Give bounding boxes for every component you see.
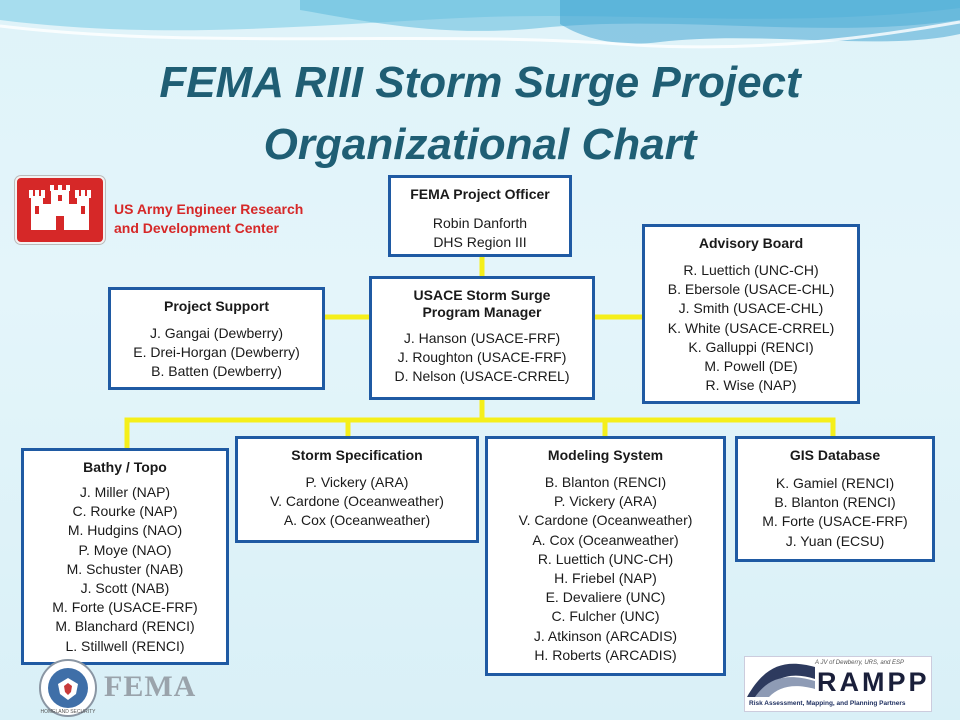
title-line-1: FEMA RIII Storm Surge Project xyxy=(159,58,801,107)
member: DHS Region III xyxy=(433,234,527,251)
member: K. Gamiel (RENCI) xyxy=(775,475,895,491)
member: H. Friebel (NAP) xyxy=(554,570,657,587)
member-list: J. Hanson (USACE-FRF) J. Roughton (USACE… xyxy=(372,329,592,387)
box-head: GIS Database xyxy=(789,447,881,463)
member: E. Drei-Horgan (Dewberry) xyxy=(133,344,300,361)
member: B. Blanton (RENCI) xyxy=(774,494,896,511)
box-head: Advisory Board xyxy=(698,235,804,251)
member: M. Powell (DE) xyxy=(704,358,798,375)
member: V. Cardone (Oceanweather) xyxy=(518,512,693,529)
rampp-wordmark: RAMPP xyxy=(817,667,930,697)
dhs-seal-text: HOMELAND SECURITY xyxy=(40,709,96,715)
castle-icon xyxy=(29,185,91,230)
rampp-subtitle: Risk Assessment, Mapping, and Planning P… xyxy=(749,700,906,707)
box-program-manager: USACE Storm Surge Program Manager J. Han… xyxy=(369,276,595,400)
fema-logo-text: FEMA xyxy=(104,670,197,703)
member: B. Ebersole (USACE-CHL) xyxy=(667,281,835,298)
rampp-tagline: A JV of Dewberry, URS, and ESP xyxy=(815,660,905,666)
member: P. Vickery (ARA) xyxy=(305,474,409,490)
member: M. Blanchard (RENCI) xyxy=(55,618,195,635)
wave-banner xyxy=(0,0,960,49)
member: J. Smith (USACE-CHL) xyxy=(678,300,824,317)
box-head-line-2: Program Manager xyxy=(422,304,542,320)
box-head: Storm Specification xyxy=(291,447,423,463)
member: R. Luettich (UNC-CH) xyxy=(683,262,819,278)
member-list: J. Miller (NAP) C. Rourke (NAP) M. Hudgi… xyxy=(24,483,226,656)
usace-label-line-2: and Development Center xyxy=(114,220,279,236)
member-list: K. Gamiel (RENCI) B. Blanton (RENCI) M. … xyxy=(738,474,932,551)
member-list: Robin Danforth DHS Region III xyxy=(391,214,569,252)
usace-org-label: US Army Engineer Research and Developmen… xyxy=(114,200,303,238)
box-gis-database: GIS Database K. Gamiel (RENCI) B. Blanto… xyxy=(735,436,935,562)
member: P. Vickery (ARA) xyxy=(554,493,657,510)
member: D. Nelson (USACE-CRREL) xyxy=(394,368,570,385)
member: V. Cardone (Oceanweather) xyxy=(270,493,444,510)
member-list: B. Blanton (RENCI) P. Vickery (ARA) V. C… xyxy=(488,473,723,665)
box-modeling-system: Modeling System B. Blanton (RENCI) P. Vi… xyxy=(485,436,726,676)
box-head: FEMA Project Officer xyxy=(410,186,550,202)
box-head: Bathy / Topo xyxy=(83,459,167,475)
member: A. Cox (Oceanweather) xyxy=(283,512,431,529)
member: K. White (USACE-CRREL) xyxy=(667,319,835,336)
rampp-logo: A JV of Dewberry, URS, and ESP RAMPP Ris… xyxy=(744,656,932,712)
member: J. Hanson (USACE-FRF) xyxy=(403,330,561,346)
usace-castle-logo xyxy=(15,176,105,244)
member: J. Miller (NAP) xyxy=(79,484,171,500)
member: J. Gangai (Dewberry) xyxy=(149,325,284,341)
box-fema-project-officer: FEMA Project Officer Robin Danforth DHS … xyxy=(388,175,572,257)
member: J. Roughton (USACE-FRF) xyxy=(397,349,567,366)
member: H. Roberts (ARCADIS) xyxy=(534,646,677,663)
member: Robin Danforth xyxy=(432,215,528,231)
box-head: Project Support xyxy=(163,298,269,314)
member: M. Hudgins (NAO) xyxy=(67,522,183,539)
member: L. Stillwell (RENCI) xyxy=(65,637,185,654)
title-line-2: Organizational Chart xyxy=(263,120,697,169)
rampp-swoosh-icon xyxy=(747,663,815,697)
member: P. Moye (NAO) xyxy=(78,541,172,558)
member: B. Batten (Dewberry) xyxy=(151,363,282,380)
box-head: USACE Storm Surge Program Manager xyxy=(372,287,592,321)
member: E. Devaliere (UNC) xyxy=(545,589,666,606)
member: B. Blanton (RENCI) xyxy=(544,474,667,490)
box-project-support: Project Support J. Gangai (Dewberry) E. … xyxy=(108,287,325,390)
member: J. Atkinson (ARCADIS) xyxy=(533,627,678,644)
member-list: R. Luettich (UNC-CH) B. Ebersole (USACE-… xyxy=(645,261,857,395)
member: A. Cox (Oceanweather) xyxy=(532,531,679,548)
box-advisory-board: Advisory Board R. Luettich (UNC-CH) B. E… xyxy=(642,224,860,404)
member-list: P. Vickery (ARA) V. Cardone (Oceanweathe… xyxy=(238,473,476,531)
member: J. Yuan (ECSU) xyxy=(785,532,885,549)
member: C. Fulcher (UNC) xyxy=(551,608,660,625)
page-title: FEMA RIII Storm Surge Project Organizati… xyxy=(0,52,960,176)
box-head-line-1: USACE Storm Surge xyxy=(413,287,551,303)
member: J. Scott (NAB) xyxy=(80,580,170,597)
dhs-seal-icon: HOMELAND SECURITY xyxy=(39,659,97,717)
member: K. Galluppi (RENCI) xyxy=(688,338,814,355)
member: R. Wise (NAP) xyxy=(705,377,797,394)
member-list: J. Gangai (Dewberry) E. Drei-Horgan (Dew… xyxy=(111,324,322,382)
box-storm-specification: Storm Specification P. Vickery (ARA) V. … xyxy=(235,436,479,543)
member: M. Schuster (NAB) xyxy=(66,560,184,577)
box-head: Modeling System xyxy=(547,447,664,463)
member: M. Forte (USACE-FRF) xyxy=(52,599,198,616)
member: R. Luettich (UNC-CH) xyxy=(537,550,674,567)
member: C. Rourke (NAP) xyxy=(72,503,178,520)
box-bathy-topo: Bathy / Topo J. Miller (NAP) C. Rourke (… xyxy=(21,448,229,665)
member: M. Forte (USACE-FRF) xyxy=(762,513,908,530)
usace-label-line-1: US Army Engineer Research xyxy=(114,201,304,217)
